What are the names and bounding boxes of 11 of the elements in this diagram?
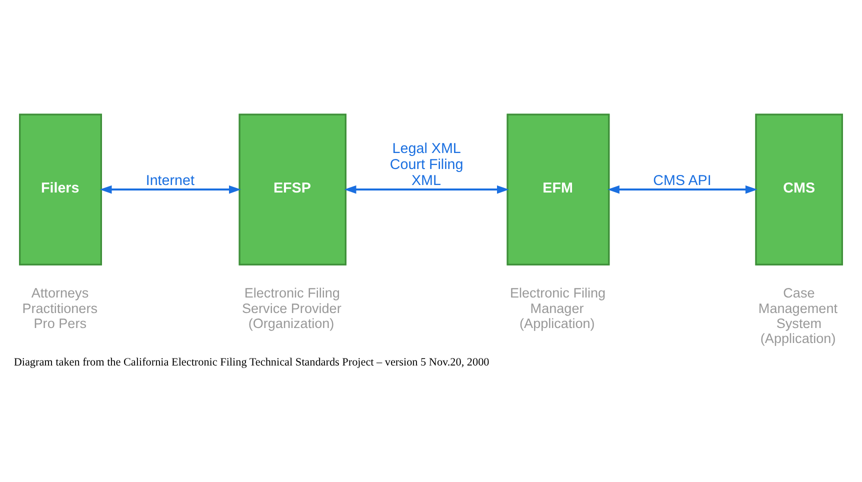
- arrow: [100, 185, 241, 194]
- node-label: Case Management System (Application): [758, 286, 838, 346]
- arrow: [344, 185, 509, 194]
- node-label: Electronic Filing Manager (Application): [510, 286, 606, 332]
- edge-label: Internet: [146, 173, 195, 190]
- edge-label: CMS API: [653, 173, 712, 190]
- arrow: [607, 185, 758, 194]
- node-label: Attorneys Practitioners Pro Pers: [22, 286, 98, 332]
- caption: Diagram taken from the California Electronic Filing Technical Standards Project – version 5 Nov.20, 2000: [14, 356, 490, 369]
- edge-label: Legal XML Court Filing XML: [390, 141, 464, 190]
- node-label: Electronic Filing Service Provider (Organization): [242, 286, 342, 332]
